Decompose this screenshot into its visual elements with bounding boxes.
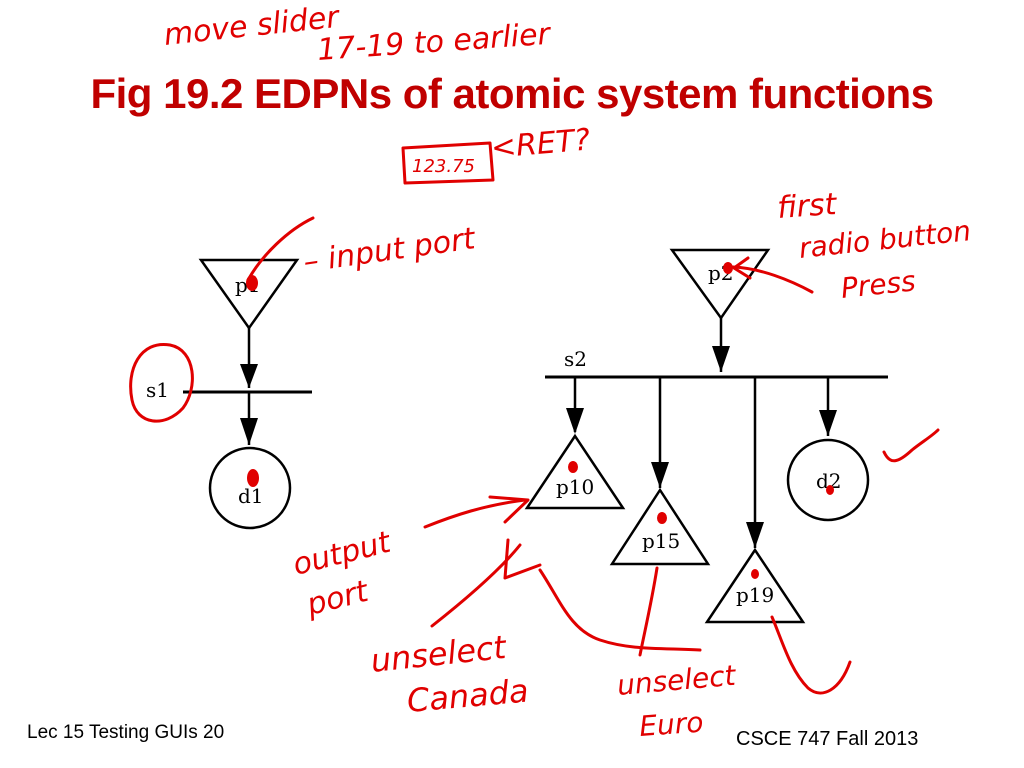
port-p2: p2	[669, 248, 771, 321]
port-p15: p15	[609, 487, 711, 566]
note-unselect-euro-1: unselect	[616, 659, 738, 702]
port-p19-label: p19	[736, 583, 774, 607]
check-mark	[882, 428, 940, 463]
port-p15-label: p15	[642, 529, 680, 553]
press-arrow-head	[732, 256, 752, 280]
event-s2: s2	[545, 347, 888, 379]
note-unselect-canada-1: unselect	[369, 628, 509, 680]
event-s1-label: s1	[146, 378, 169, 402]
note-unselect-canada-2: Canada	[405, 672, 530, 720]
d1-dot	[247, 469, 259, 487]
arrowhead-s2-p15	[651, 462, 669, 488]
input-port-stroke	[246, 216, 315, 282]
footer-course: CSCE 747 Fall 2013	[736, 728, 919, 750]
unselect-canada-hook	[503, 538, 542, 580]
note-box-value: 123.75	[412, 156, 475, 177]
note-input-port: – input port	[301, 221, 478, 280]
output-port-head	[488, 495, 530, 524]
footer-lecture: Lec 15 Testing GUIs 20	[27, 722, 225, 743]
arrowhead-p1-s1	[240, 364, 258, 388]
note-first: first	[776, 187, 839, 226]
port-p10-label: p10	[556, 475, 594, 499]
p1-dot	[246, 275, 258, 291]
arrowhead-s1-d1	[240, 418, 258, 445]
p2-dot	[723, 262, 733, 274]
unselect-euro-stroke	[638, 566, 659, 657]
s1-circle	[129, 343, 194, 423]
p10-dot	[568, 461, 578, 473]
output-port-stroke	[423, 498, 527, 529]
data-d1-label: d1	[238, 484, 264, 508]
p15-dot	[657, 512, 667, 524]
note-unselect-euro-2: Euro	[638, 706, 704, 743]
handwritten-annotations: move slider 17-19 to earlier 123.75 <RET…	[129, 0, 972, 743]
slide-title: Fig 19.2 EDPNs of atomic system function…	[90, 70, 934, 117]
note-move-slider: move slider	[162, 0, 342, 53]
arrowhead-s2-p19	[746, 522, 764, 548]
d2-dot	[826, 485, 834, 495]
note-to-earlier: 17-19 to earlier	[316, 17, 553, 68]
note-output: output	[289, 525, 395, 583]
port-p19: p19	[704, 547, 806, 624]
note-port: port	[302, 574, 372, 623]
event-s2-label: s2	[564, 347, 587, 371]
note-ret: <RET?	[490, 122, 592, 166]
note-press: Press	[839, 264, 917, 305]
event-s1: s1	[146, 378, 312, 402]
p19-dot	[751, 569, 759, 579]
press-arrow-stroke	[731, 265, 814, 294]
p19-curve	[770, 615, 852, 695]
arrowhead-p2-s2	[712, 346, 730, 372]
arrowhead-s2-p10	[566, 408, 584, 434]
data-d2: d2	[786, 438, 870, 522]
unselect-euro-curve	[538, 568, 702, 652]
value-box	[401, 141, 495, 185]
port-p1: p1	[198, 258, 300, 331]
data-d1: d1	[208, 446, 292, 530]
arrowhead-s2-d2	[819, 410, 837, 436]
unselect-canada-stroke	[430, 543, 522, 628]
